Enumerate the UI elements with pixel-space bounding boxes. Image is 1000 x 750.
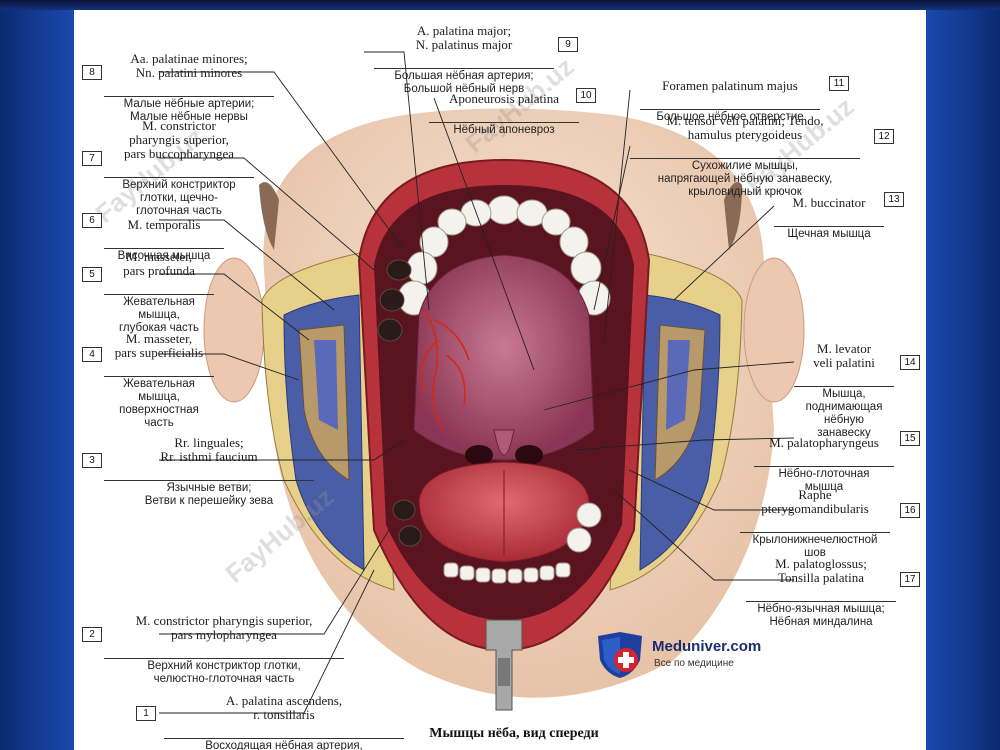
label-number-12: 12 bbox=[874, 129, 894, 144]
palate bbox=[413, 254, 595, 461]
label-number-3: 3 bbox=[82, 453, 102, 468]
uvula bbox=[493, 429, 515, 456]
label-number-1: 1 bbox=[136, 706, 156, 721]
label-number-5: 5 bbox=[82, 267, 102, 282]
label-number-17: 17 bbox=[900, 572, 920, 587]
label-7: M. constrictor pharyngis superior, pars … bbox=[104, 105, 254, 232]
label-15: M. palatopharyngeus Нёбно-глоточная мышц… bbox=[754, 422, 894, 508]
label-number-16: 16 bbox=[900, 503, 920, 518]
label-16: Raphe pterygomandibularis Крылонижнечелю… bbox=[740, 474, 890, 574]
leader-lines bbox=[159, 51, 795, 714]
label-number-4: 4 bbox=[82, 347, 102, 362]
label-2: M. constrictor pharyngis superior, pars … bbox=[104, 600, 344, 700]
label-1: A. palatina ascendens, r. tonsillaris Во… bbox=[164, 680, 404, 750]
slide-top-band bbox=[0, 0, 1000, 10]
label-number-13: 13 bbox=[884, 192, 904, 207]
label-number-10: 10 bbox=[576, 88, 596, 103]
label-number-9: 9 bbox=[558, 37, 578, 52]
label-number-11: 11 bbox=[829, 76, 849, 91]
label-17: M. palatoglossus; Tonsilla palatina Нёбн… bbox=[746, 543, 896, 643]
label-number-6: 6 bbox=[82, 213, 102, 228]
label-5: M. masseter, pars profunda Жевательная м… bbox=[104, 236, 214, 349]
meduniver-logo: Meduniver.com Все по медицине bbox=[594, 630, 774, 680]
label-number-2: 2 bbox=[82, 627, 102, 642]
label-8: Aa. palatinae minores; Nn. palatini mino… bbox=[104, 38, 274, 138]
label-number-14: 14 bbox=[900, 355, 920, 370]
label-14: M. levator veli palatini Мышца, поднимаю… bbox=[794, 328, 894, 454]
mouth-illustration bbox=[159, 51, 805, 714]
label-13: M. buccinator Щечная мышца bbox=[774, 182, 884, 255]
lower-teeth bbox=[443, 502, 602, 584]
logo-name: Meduniver.com bbox=[652, 638, 762, 655]
label-9: A. palatina major; N. palatinus major Бо… bbox=[374, 10, 554, 110]
label-11: Foramen palatinum majus Большое нёбное о… bbox=[640, 65, 820, 138]
label-12: M. tensor veli palatini; Tendo, hamulus … bbox=[630, 100, 860, 213]
label-number-15: 15 bbox=[900, 431, 920, 446]
logo-tagline: Все по медицине bbox=[654, 658, 734, 669]
label-10: Aponeurosis palatina Нёбный апоневроз bbox=[429, 78, 579, 151]
label-number-8: 8 bbox=[82, 65, 102, 80]
palatine-vessels bbox=[420, 309, 470, 431]
anatomy-figure: FayHub.uz FayHub.uz FayHub.uz FayHub.uz … bbox=[74, 10, 926, 750]
slide-background-left bbox=[0, 10, 74, 750]
label-3: Rr. linguales; Rr. isthmi faucium Язычны… bbox=[104, 422, 314, 522]
figure-caption: Мышцы нёба, вид спереди bbox=[429, 726, 599, 741]
slide-background-right bbox=[926, 10, 1000, 750]
label-4: M. masseter, pars superficialis Жеватель… bbox=[104, 318, 214, 444]
shield-cross-icon bbox=[598, 632, 642, 678]
right-ear bbox=[743, 257, 805, 403]
label-6: M. temporalis Височная мышца bbox=[104, 204, 224, 277]
label-number-7: 7 bbox=[82, 151, 102, 166]
